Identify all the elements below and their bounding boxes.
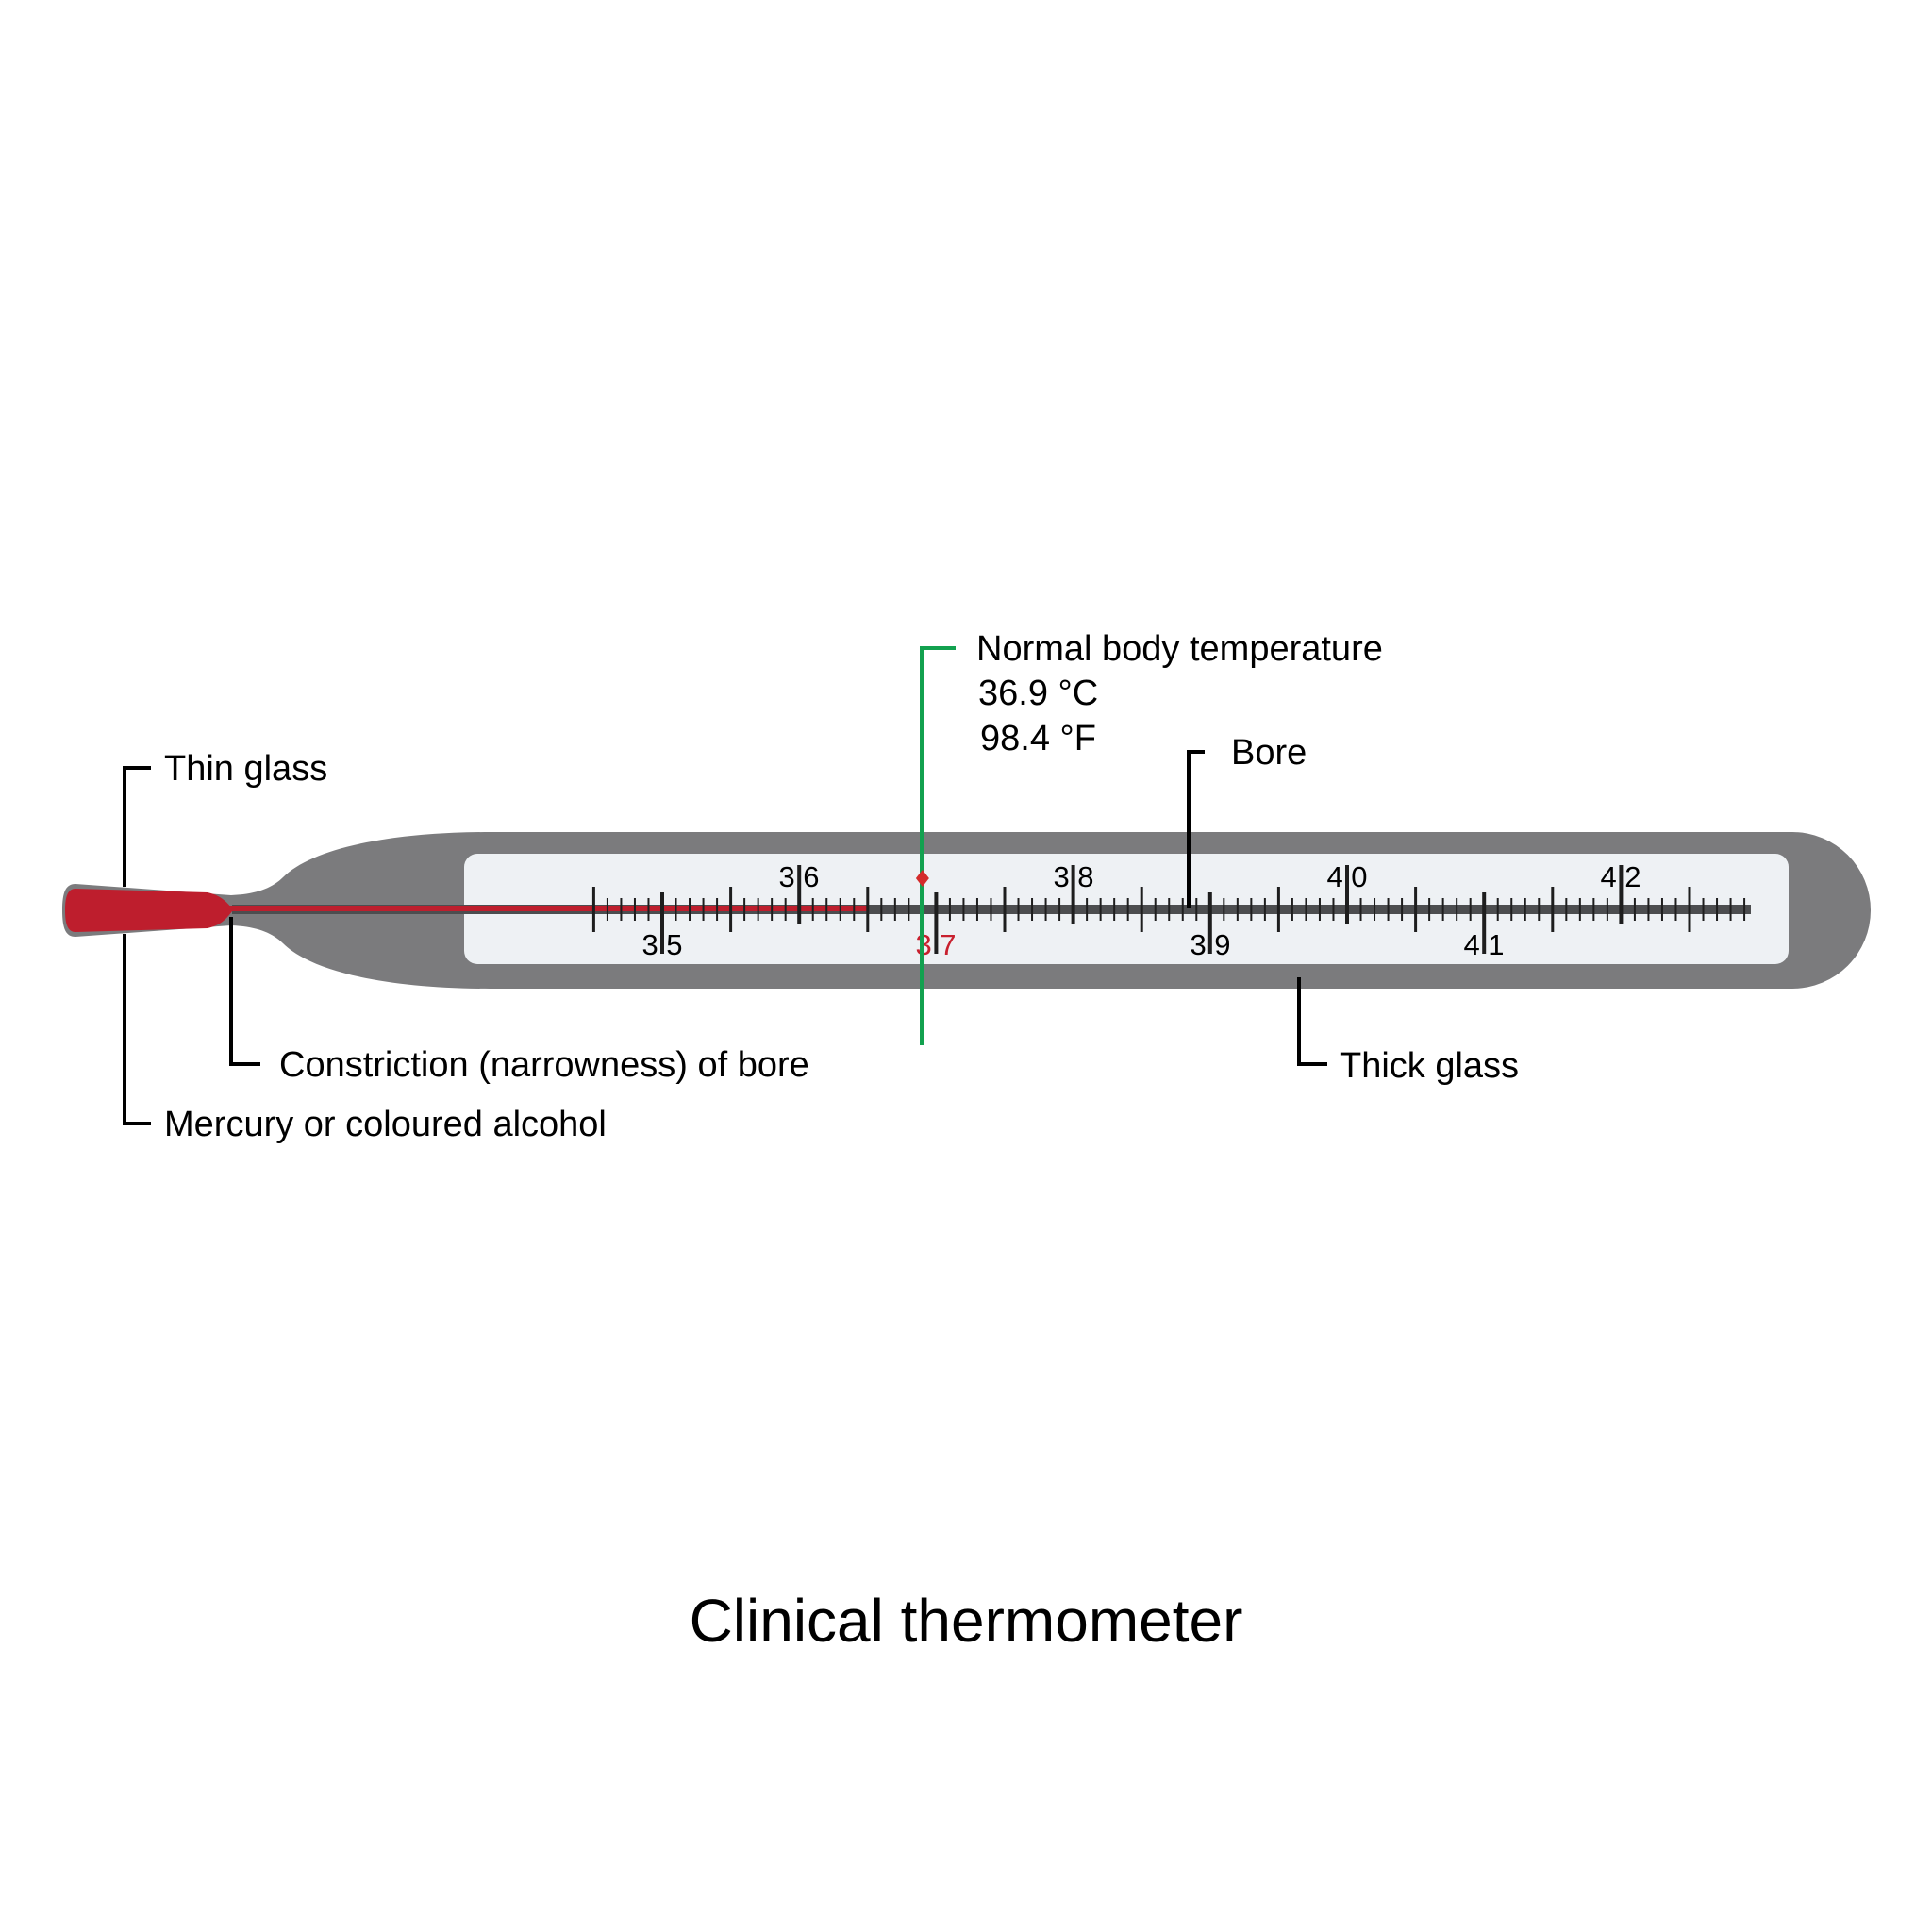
normal-temperature-fahrenheit: 98.4 °F	[980, 719, 1096, 758]
scale-number-42: 4 2	[1600, 860, 1641, 893]
mercury-column	[226, 906, 868, 911]
thin-glass-label: Thin glass	[164, 749, 327, 789]
normal-temperature-diamond	[915, 870, 929, 887]
thick-glass-label: Thick glass	[1340, 1046, 1519, 1086]
scale-number-39: 3 9	[1190, 928, 1230, 961]
bore-leader	[1187, 750, 1205, 908]
thermometer: 3 6 3 8 4 0 4 2 3 5 3 7 3 9 4 1	[62, 832, 1871, 989]
scale-number-35: 3 5	[641, 928, 682, 961]
constriction-label: Constriction (narrowness) of bore	[279, 1045, 809, 1085]
bore-label: Bore	[1231, 733, 1307, 773]
normal-temperature-marker: Normal body temperature 36.9 °C 98.4 °F	[915, 629, 1383, 1045]
scale-number-40: 4 0	[1326, 860, 1367, 893]
thick-glass-leader	[1297, 977, 1327, 1066]
normal-temperature-leader	[920, 646, 956, 1045]
mercury-label: Mercury or coloured alcohol	[164, 1105, 607, 1144]
diagram-title: Clinical thermometer	[690, 1587, 1243, 1655]
normal-temperature-celsius: 36.9 °C	[978, 674, 1098, 713]
scale-number-41: 4 1	[1463, 928, 1504, 961]
mercury-bulb	[65, 889, 234, 932]
scale-number-36: 3 6	[778, 860, 819, 893]
scale-ticks	[591, 865, 1746, 954]
mercury-leader	[123, 934, 151, 1125]
callouts: Thin glass Mercury or coloured alcohol C…	[123, 733, 1519, 1144]
thin-glass-leader	[123, 766, 151, 887]
normal-temperature-title: Normal body temperature	[976, 629, 1383, 669]
scale-number-38: 3 8	[1053, 860, 1093, 893]
constriction-leader	[229, 917, 260, 1066]
